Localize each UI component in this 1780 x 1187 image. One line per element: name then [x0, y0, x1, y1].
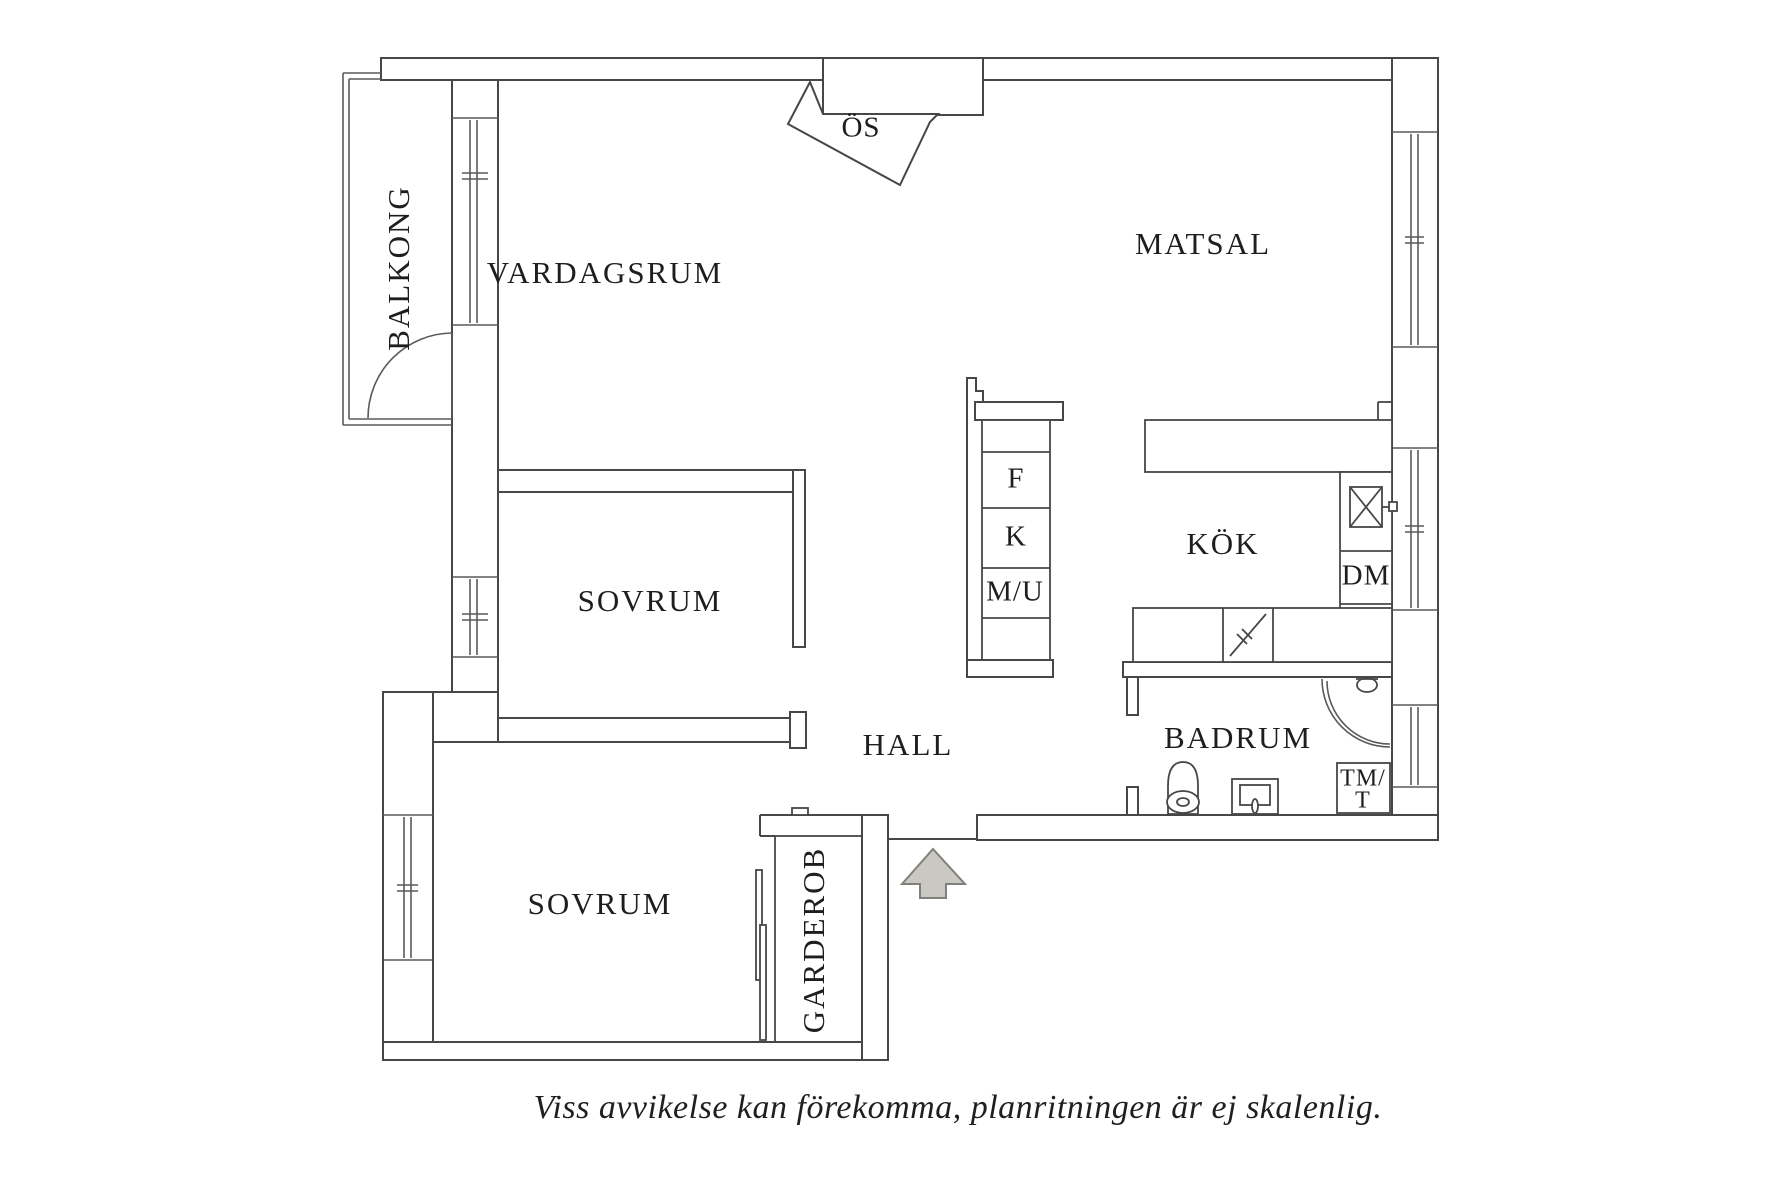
wardrobe: [755, 807, 863, 1043]
room-label-vardagsrum: VARDAGSRUM: [487, 255, 724, 290]
disclaimer-caption: Viss avvikelse kan förekomma, planritnin…: [534, 1089, 1383, 1126]
entry-arrow-icon: [899, 847, 968, 899]
appliance-label-micro: M/U: [986, 576, 1044, 608]
window-sovrum-upper: [452, 576, 498, 658]
room-label-kok: KÖK: [1186, 526, 1259, 561]
kitchen-counters: [1132, 401, 1393, 663]
entrance: [888, 838, 977, 899]
washbasin-icon: [1231, 778, 1279, 815]
appliance-label-washer-2: T: [1355, 788, 1371, 814]
room-label-balkong: BALKONG: [381, 185, 416, 351]
bathroom-door-arc: [1321, 678, 1391, 748]
window-matsal: [1392, 131, 1438, 348]
balcony-outline: [342, 72, 452, 426]
labels: BALKONG VARDAGSRUM MATSAL ÖS SOVRUM KÖK …: [381, 112, 1391, 1034]
room-label-garderob: GARDEROB: [796, 847, 831, 1034]
room-label-hall: HALL: [863, 727, 954, 762]
stove-icon: [1222, 608, 1274, 662]
balcony-door: [367, 332, 496, 419]
room-label-matsal: MATSAL: [1135, 226, 1271, 261]
fireplace-label: ÖS: [841, 112, 880, 144]
toilet-icon: [1166, 761, 1200, 815]
interior-walls: [433, 469, 1393, 816]
room-label-sovrum-lower: SOVRUM: [528, 886, 673, 921]
sink-icon: [1349, 486, 1398, 528]
room-label-sovrum-upper: SOVRUM: [578, 583, 723, 618]
appliance-label-dishwasher: DM: [1342, 560, 1391, 592]
window-badrum: [1392, 704, 1438, 788]
cabinet-column: [966, 377, 1064, 678]
room-label-badrum: BADRUM: [1164, 720, 1312, 755]
appliance-label-freezer: K: [1005, 521, 1027, 553]
fireplace-symbol: [786, 79, 941, 187]
washer-box: [1336, 762, 1391, 814]
hand-basin-icon: [1356, 677, 1378, 693]
window-sovrum-lower: [383, 814, 433, 961]
appliance-label-fridge: F: [1007, 463, 1024, 495]
window-kok: [1392, 447, 1438, 611]
window-vardagsrum: [452, 117, 498, 326]
appliance-label-washer-1: TM/: [1340, 766, 1386, 792]
